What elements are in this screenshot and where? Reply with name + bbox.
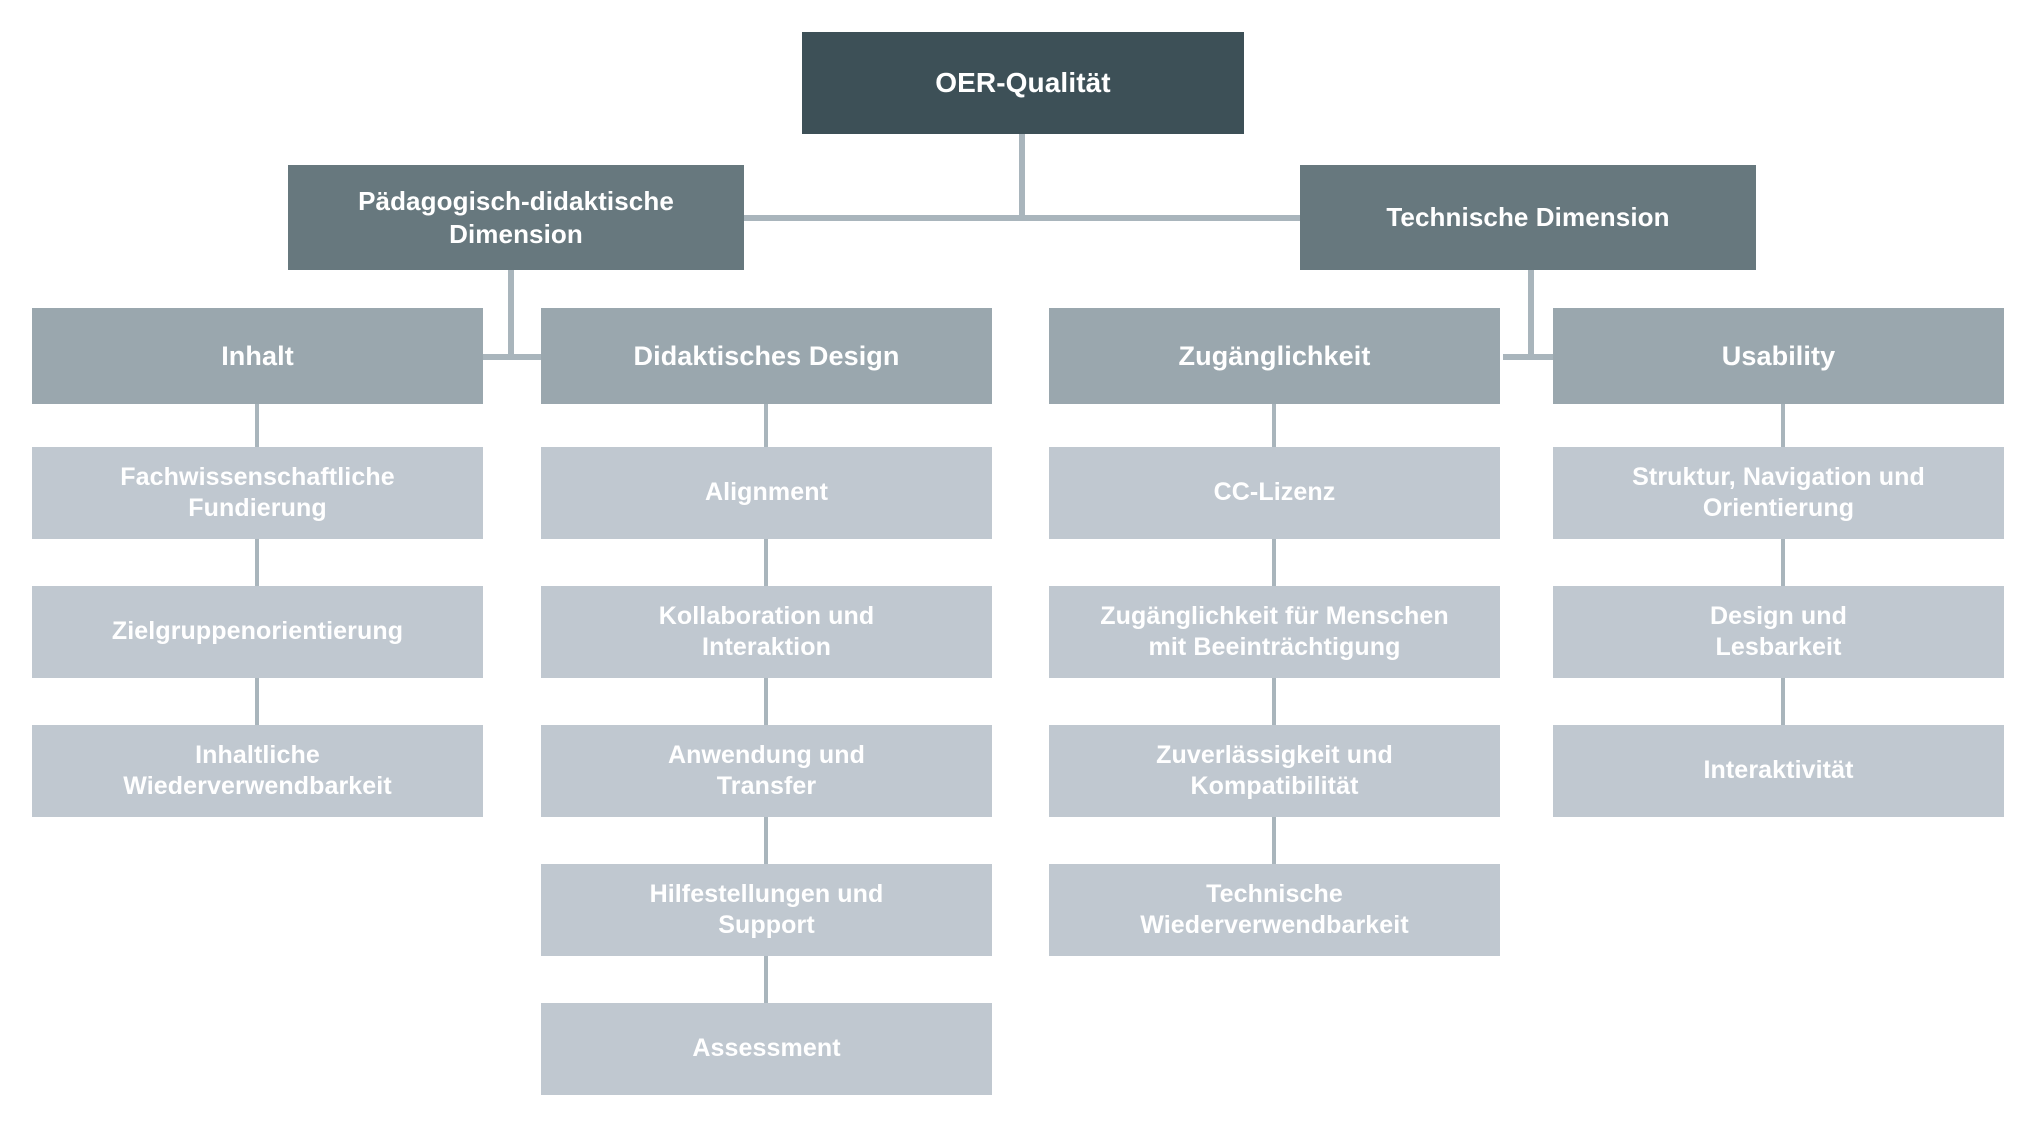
node-criterion-inhaltliche-wiederverwendbarkeit[interactable]: Inhaltliche Wiederverwendbarkeit [32,725,483,817]
node-criterion-anwendung-und-transfer[interactable]: Anwendung und Transfer [541,725,992,817]
node-criterion-assessment[interactable]: Assessment [541,1003,992,1095]
node-dimension-paedagogisch-didaktisch[interactable]: Pädagogisch-didaktische Dimension [288,165,744,270]
node-category-label: Zugänglichkeit [1178,340,1371,371]
connector-right-dimension-vertical [1528,270,1534,360]
node-criterion-label: Interaktivität [1703,756,1854,785]
node-category-zugaenglichkeit[interactable]: Zugänglichkeit [1049,308,1500,404]
node-dimension-label: Pädagogisch-didaktische Dimension [358,185,674,249]
node-criterion-fachwissenschaftliche-fundierung[interactable]: Fachwissenschaftliche Fundierung [32,447,483,539]
node-dimension-label: Technische Dimension [1386,202,1670,233]
connector-col2-spine [764,404,768,1041]
node-category-usability[interactable]: Usability [1553,308,2004,404]
node-criterion-label: Hilfestellungen und Support [649,879,884,940]
node-criterion-technische-wiederverwendbarkeit[interactable]: Technische Wiederverwendbarkeit [1049,864,1500,956]
node-criterion-label: Inhaltliche Wiederverwendbarkeit [123,740,392,801]
node-category-inhalt[interactable]: Inhalt [32,308,483,404]
node-category-label: Inhalt [221,340,294,371]
node-criterion-zugaenglichkeit-fuer-menschen-mit-beeintraechtigung[interactable]: Zugänglichkeit für Menschen mit Beeinträ… [1049,586,1500,678]
node-category-didaktisches-design[interactable]: Didaktisches Design [541,308,992,404]
node-root-oer-qualitaet[interactable]: OER-Qualität [802,32,1244,134]
node-criterion-hilfestellungen-und-support[interactable]: Hilfestellungen und Support [541,864,992,956]
connector-col4-spine [1781,404,1785,765]
connector-dimension-horizontal [741,215,1303,221]
node-criterion-label: CC-Lizenz [1213,478,1336,507]
node-criterion-label: Zuverlässigkeit und Kompatibilität [1156,740,1393,801]
node-criterion-interaktivitaet[interactable]: Interaktivität [1553,725,2004,817]
connector-right-category-horizontal [1503,354,1563,360]
node-criterion-label: Assessment [692,1034,841,1063]
node-criterion-label: Zugänglichkeit für Menschen mit Beeinträ… [1100,601,1449,662]
node-criterion-label: Design und Lesbarkeit [1709,601,1848,662]
node-criterion-label: Struktur, Navigation und Orientierung [1632,462,1925,523]
node-criterion-label: Anwendung und Transfer [667,740,866,801]
node-dimension-technisch[interactable]: Technische Dimension [1300,165,1756,270]
connector-root-vertical [1019,132,1025,218]
node-criterion-label: Zielgruppenorientierung [111,617,404,646]
node-category-label: Usability [1721,340,1836,371]
connector-left-dimension-vertical [508,270,514,360]
connector-left-category-horizontal [483,354,543,360]
connector-col1-spine [255,404,259,765]
node-criterion-label: Kollaboration und Interaktion [658,601,875,662]
node-criterion-label: Technische Wiederverwendbarkeit [1140,879,1409,940]
node-criterion-cc-lizenz[interactable]: CC-Lizenz [1049,447,1500,539]
node-criterion-zuverlaessigkeit-und-kompatibilitaet[interactable]: Zuverlässigkeit und Kompatibilität [1049,725,1500,817]
node-criterion-label: Alignment [704,478,829,507]
node-criterion-struktur-navigation-und-orientierung[interactable]: Struktur, Navigation und Orientierung [1553,447,2004,539]
node-root-label: OER-Qualität [935,67,1111,99]
node-criterion-kollaboration-und-interaktion[interactable]: Kollaboration und Interaktion [541,586,992,678]
node-criterion-label: Fachwissenschaftliche Fundierung [120,462,395,523]
node-criterion-alignment[interactable]: Alignment [541,447,992,539]
node-criterion-zielgruppenorientierung[interactable]: Zielgruppenorientierung [32,586,483,678]
node-criterion-design-und-lesbarkeit[interactable]: Design und Lesbarkeit [1553,586,2004,678]
node-category-label: Didaktisches Design [633,340,900,371]
